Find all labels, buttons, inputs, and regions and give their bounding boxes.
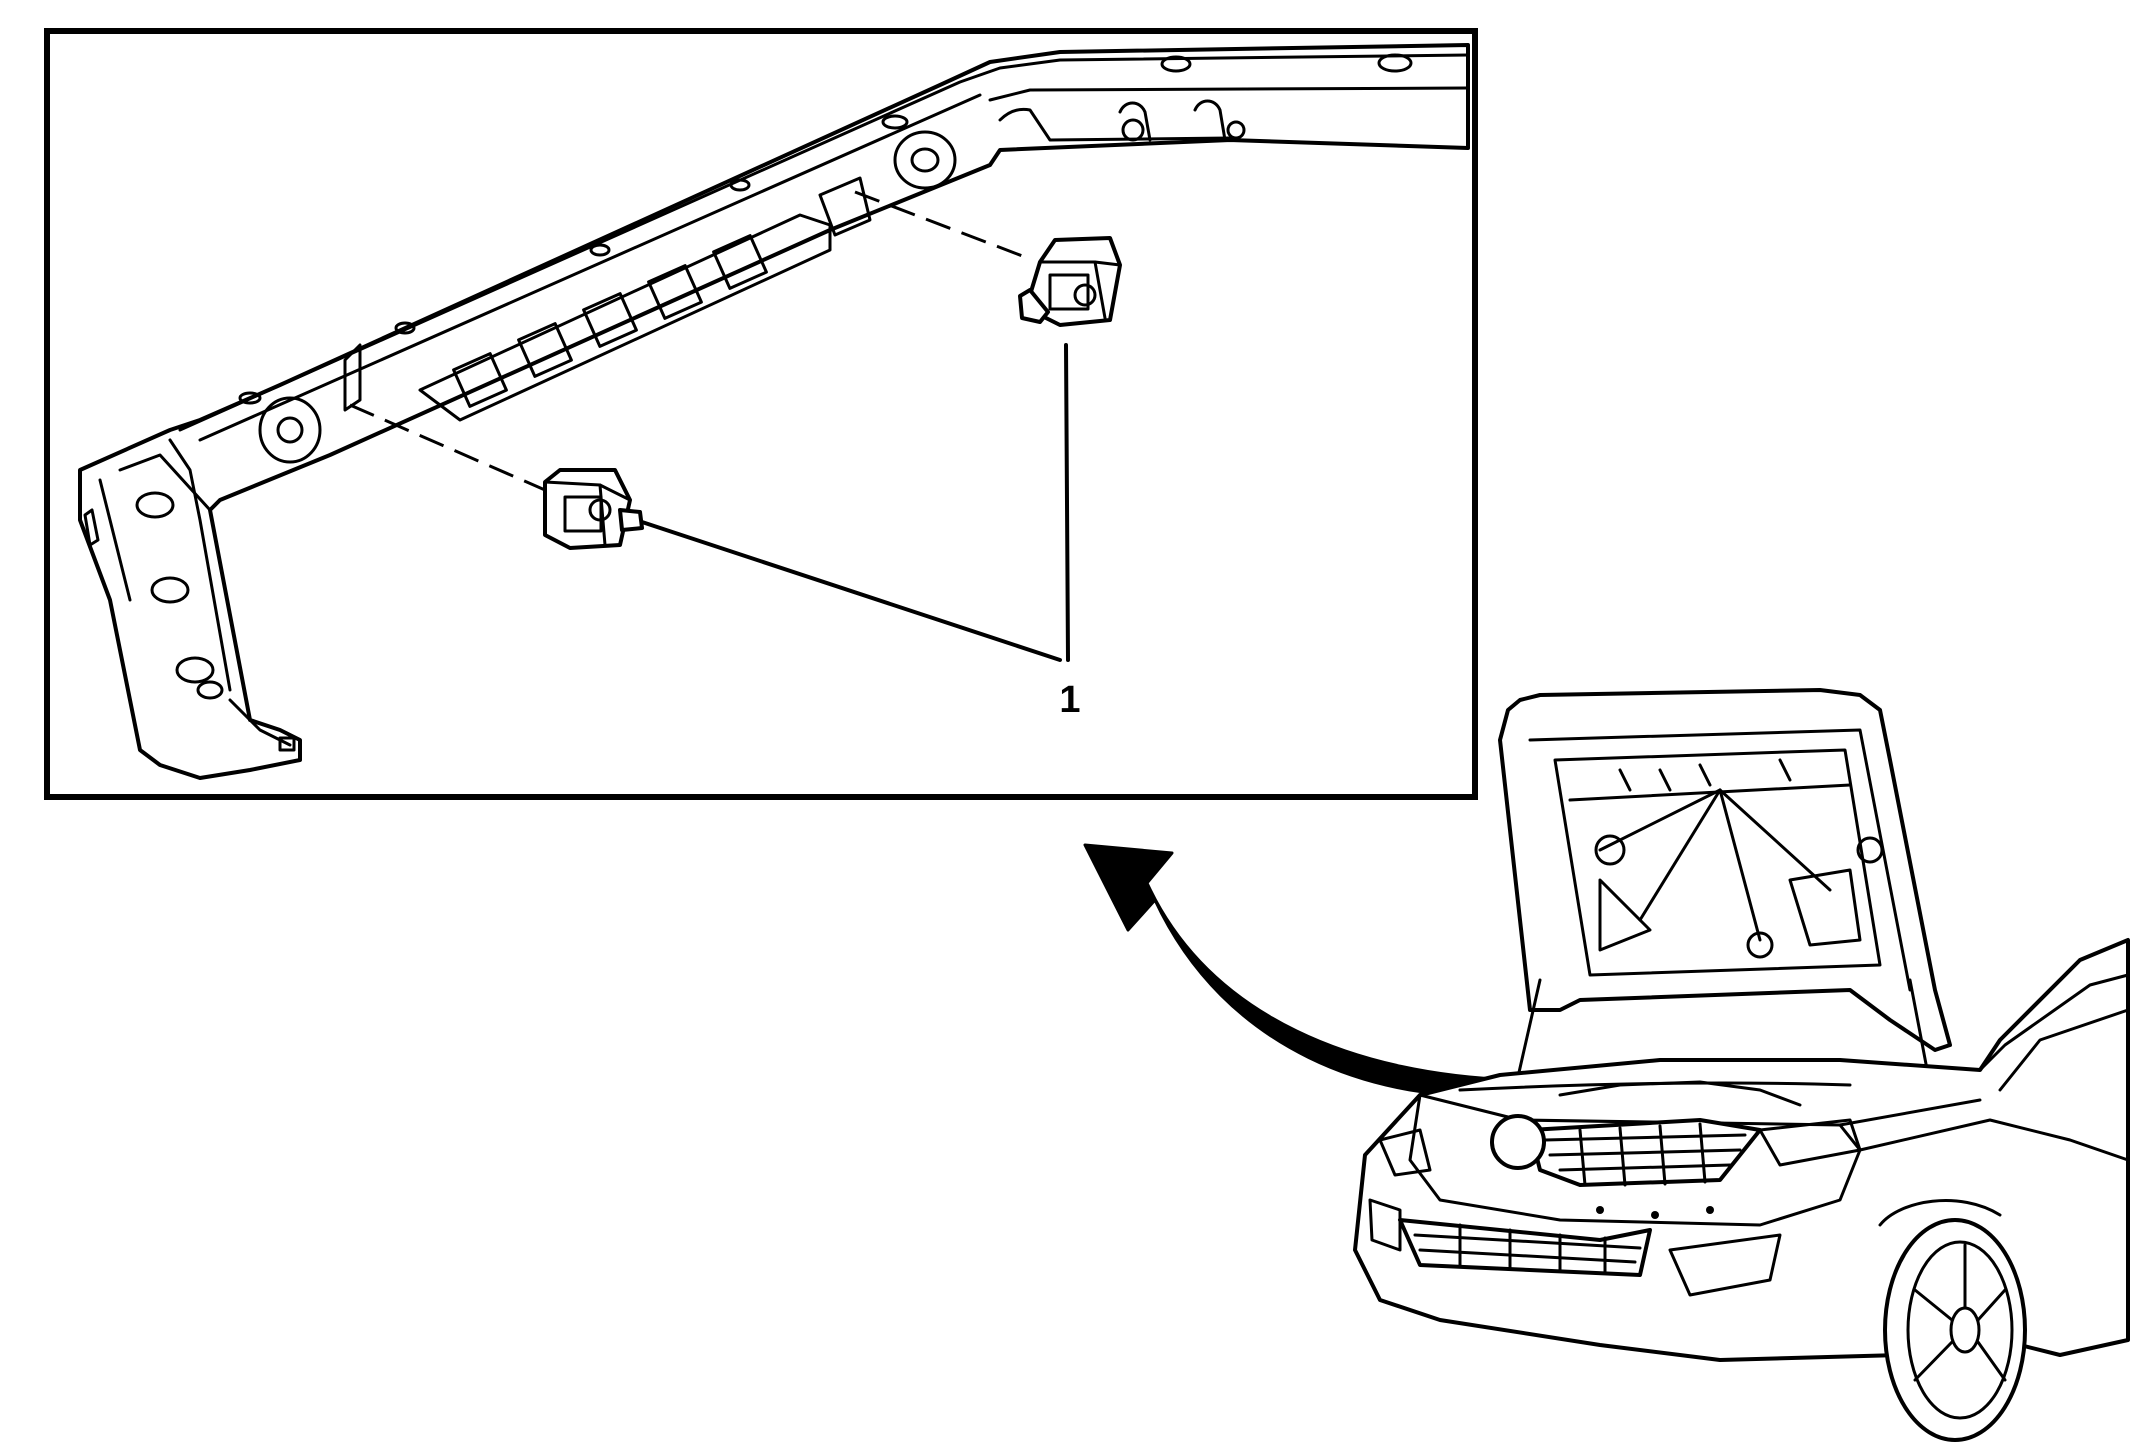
open-hood-vehicle-icon: [1353, 688, 2130, 1442]
callout-label: 1: [1059, 679, 1080, 721]
callout-leader-line: [1064, 343, 1070, 662]
curved-arrow-icon: [1083, 843, 1517, 1098]
callout-leader-line: [640, 520, 1062, 662]
impact-sensor-icon: [543, 468, 644, 550]
impact-sensor-icon: [1018, 236, 1122, 327]
radiator-support-bar: [78, 43, 1470, 780]
lower-mount-dashed-line: [349, 403, 546, 492]
upper-mount-dashed-line: [854, 190, 1026, 259]
